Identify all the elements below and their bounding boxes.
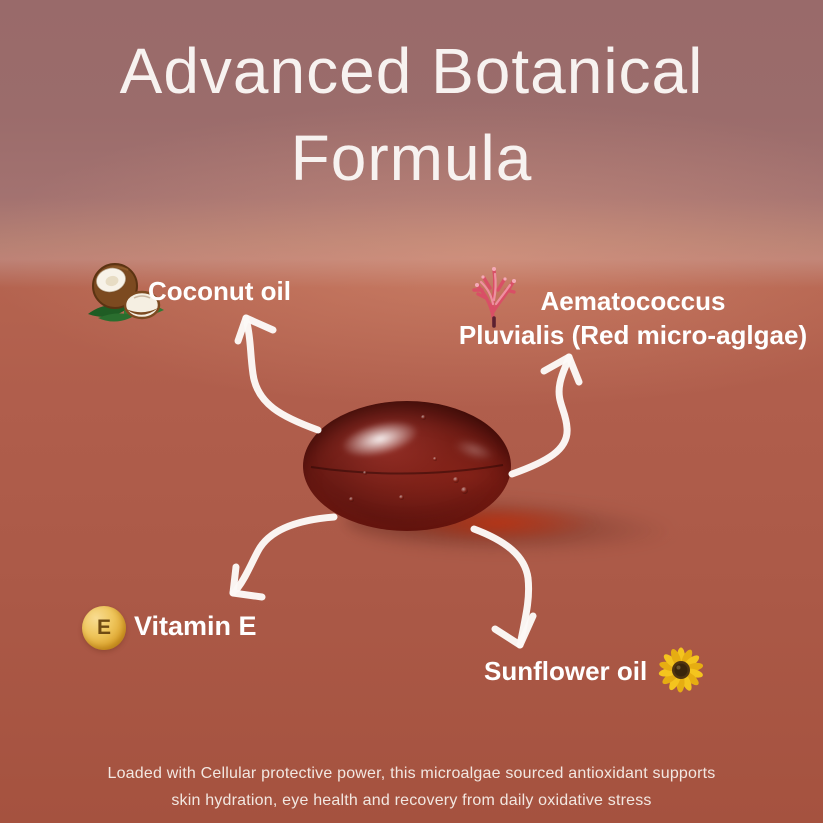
capsule-droplet	[399, 495, 404, 500]
capsule-droplet	[349, 497, 354, 502]
vitamin-e-badge-letter: E	[96, 616, 111, 639]
footer-line2: skin hydration, eye health and recovery …	[171, 792, 652, 809]
coconut-icon	[84, 258, 170, 333]
algae-label-line1: Aematococcus	[540, 286, 726, 316]
capsule-droplet	[433, 457, 437, 461]
capsule-droplet	[363, 471, 367, 475]
vitamin-e-badge-icon: E	[82, 606, 126, 650]
sunflower-icon	[656, 644, 706, 699]
coconut-oil-label: Coconut oil	[148, 276, 291, 306]
arrow-to-red-algae	[508, 353, 583, 478]
capsule-seam-line	[310, 464, 504, 475]
arrow-to-sunflower-oil	[470, 525, 537, 649]
algae-label-block: Aematococcus Pluvialis (Red micro-aglgae…	[447, 267, 819, 352]
vitamin-e-label: Vitamin E	[134, 611, 257, 641]
footer-description: Loaded with Cellular protective power, t…	[0, 760, 823, 814]
arrow-to-vitamin-e	[229, 513, 338, 601]
page-title-line1: Advanced Botanical	[119, 35, 704, 107]
page-title-line2: Formula	[290, 122, 533, 194]
page-title: Advanced Botanical Formula	[0, 28, 823, 202]
red-algae-icon	[465, 260, 523, 336]
softgel-capsule-image	[303, 401, 511, 531]
capsule-droplet	[461, 487, 468, 494]
sunflower-oil-label: Sunflower oil	[484, 656, 648, 686]
capsule-droplet	[453, 477, 459, 483]
footer-line1: Loaded with Cellular protective power, t…	[107, 765, 716, 782]
capsule-droplet	[421, 415, 426, 420]
arrow-to-coconut-oil	[234, 314, 322, 434]
algae-label-line2: Pluvialis (Red micro-aglgae)	[458, 320, 808, 350]
